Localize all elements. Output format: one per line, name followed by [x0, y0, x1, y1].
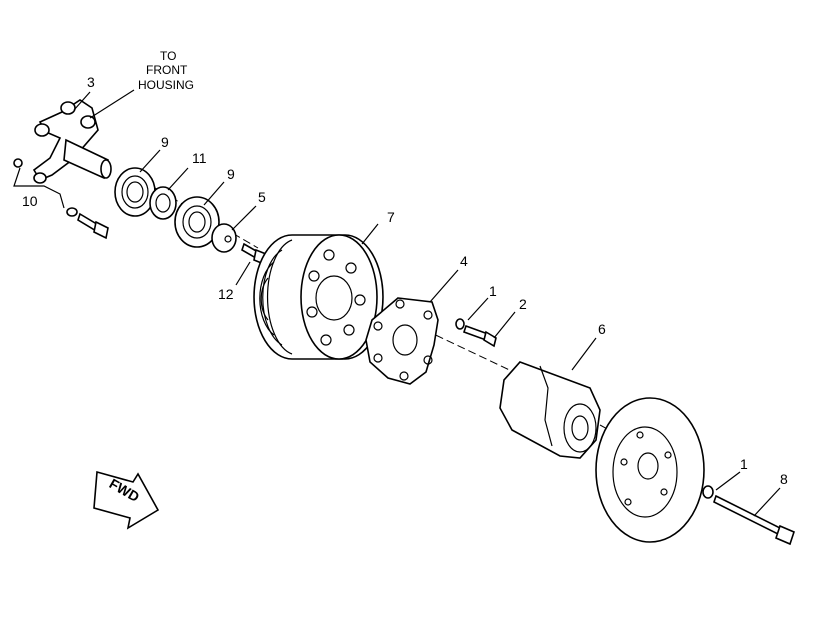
leader-9a [139, 149, 161, 173]
leader-to-front-housing [89, 89, 135, 119]
leader-12 [235, 261, 251, 286]
leader-1a [467, 297, 489, 321]
callout-6: 6 [598, 321, 606, 337]
part-coupling-6 [499, 361, 601, 459]
callout-9a: 9 [161, 134, 169, 150]
leader-10 [13, 167, 65, 209]
leader-1b [715, 471, 741, 491]
leader-8 [753, 487, 781, 517]
leader-7 [361, 223, 379, 245]
leader-5 [231, 205, 257, 231]
leader-6 [571, 337, 597, 371]
callout-10: 10 [22, 193, 38, 209]
callout-2: 2 [519, 296, 527, 312]
part-flange-disc [595, 397, 705, 543]
leader-4 [429, 269, 459, 303]
note-line-2: FRONT [146, 63, 188, 77]
part-washer-1a [455, 318, 465, 330]
part-long-bolt-8 [713, 494, 795, 546]
callout-7: 7 [387, 209, 395, 225]
callout-1b: 1 [740, 456, 748, 472]
callout-8: 8 [780, 471, 788, 487]
note-line-3: HOUSING [138, 78, 194, 92]
callout-12: 12 [218, 286, 234, 302]
callout-1a: 1 [489, 283, 497, 299]
leader-11 [167, 167, 189, 191]
part-hub-4 [365, 297, 439, 385]
callout-3: 3 [87, 74, 95, 90]
callout-11: 11 [192, 150, 207, 166]
part-washer-1b [702, 485, 714, 499]
callout-4: 4 [460, 253, 468, 269]
part-bearing-9b [174, 196, 220, 248]
part-bolt-2 [462, 324, 497, 348]
part-bolt-washer-10 [66, 207, 109, 240]
note-line-1: TO [160, 49, 176, 63]
part-pulley-7 [253, 234, 384, 360]
callout-5: 5 [258, 189, 266, 205]
leader-9b [203, 181, 225, 206]
part-bearing-9a [114, 167, 156, 217]
leader-2 [493, 311, 516, 339]
part-mounting-bracket [13, 99, 112, 184]
part-retainer-5 [211, 223, 237, 253]
fwd-direction-arrow: FWD [93, 470, 160, 530]
leader-3 [73, 91, 91, 111]
part-spacer-11 [149, 186, 177, 220]
callout-9b: 9 [227, 166, 235, 182]
